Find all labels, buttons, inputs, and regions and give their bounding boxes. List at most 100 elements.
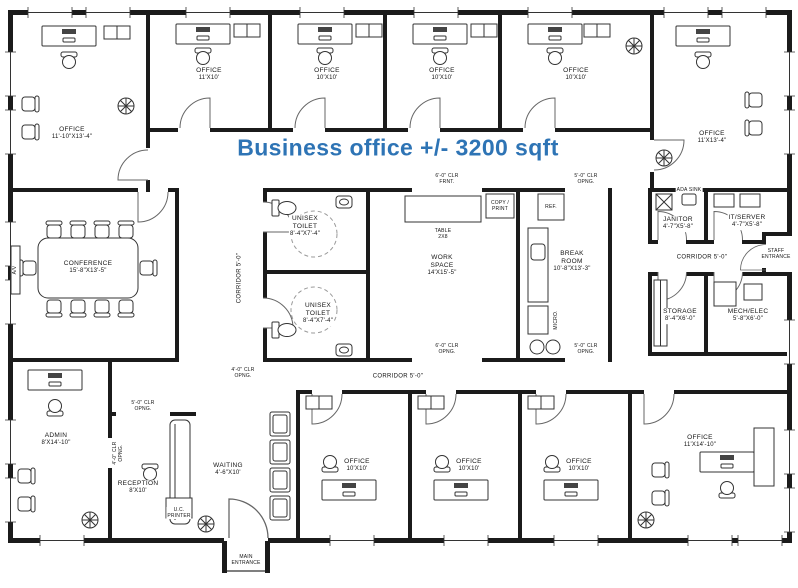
guest-chair-icon [117,220,135,239]
fixture-label-micro: MICRO. [553,309,559,331]
desk-icon [412,23,468,45]
counter-icon [527,227,549,303]
door-icon [137,191,169,223]
plant-icon [625,37,643,55]
equipment-icon [743,283,763,301]
guest-chair-icon [21,123,40,141]
waiting-chair-icon [269,495,291,521]
window-icon [4,477,17,523]
fixture-label-copy-print: COPY / PRINT [489,200,511,212]
desk-icon [527,23,583,45]
desk-icon [27,369,83,391]
window-icon [39,534,85,547]
guest-chair-icon [139,259,158,277]
ada-turning-circle [290,286,338,334]
toilet-icon [271,321,297,339]
plan-title: Business office +/- 3200 sqft [237,134,559,161]
window-icon [527,6,573,19]
waiting-chair-icon [269,439,291,465]
window-icon [443,534,489,547]
toilet-icon [271,199,297,217]
walls [8,10,792,573]
fixture-label-ada-sink: ADA SINK [675,187,703,193]
window-icon [783,429,796,475]
desk-icon [297,23,353,45]
guest-chair-icon [651,461,670,479]
guest-chair-icon [117,299,135,318]
trash-bin-icon [545,339,561,355]
door-icon [294,97,326,129]
guest-chair-icon [69,299,87,318]
office-chair-icon [433,455,451,473]
window-icon [27,6,73,19]
equipment-icon [713,281,737,307]
clearance-label-corridor-junction: 4'-0" CLR OPNG. [231,367,255,379]
doors [117,97,767,572]
window-icon [687,534,733,547]
office-chair-icon [321,455,339,473]
guest-chair-icon [21,95,40,113]
window-icon [4,51,17,97]
office-chair-icon [194,47,212,65]
work-table-icon [404,195,482,223]
cabinet-icon [470,23,498,38]
guest-chair-icon [93,299,111,318]
window-icon [553,534,599,547]
window-icon [413,6,459,19]
corridor-label-right: CORRIDOR 5'-0" [676,254,728,261]
cabinet-icon [527,395,555,410]
server-rack-icon [739,193,761,208]
waiting-chair-icon [269,411,291,437]
guest-chair-icon [17,495,36,513]
guest-chair-icon [744,119,763,137]
plant-icon [197,515,215,533]
cabinet-icon [103,25,131,40]
window-icon [329,534,375,547]
waiting-chair-icon [269,467,291,493]
office-chair-icon [718,481,736,499]
office-chair-icon [316,47,334,65]
guest-chair-icon [69,220,87,239]
office-chair-icon [543,455,561,473]
desk-icon [699,451,755,473]
guest-chair-icon [93,220,111,239]
office-chair-icon [46,399,64,417]
office-chair-icon [60,51,78,69]
window-icon [299,6,345,19]
corridor-label-bottom: CORRIDOR 5'-0" [372,373,424,380]
door-icon [117,149,149,181]
staff-entrance-label: STAFF ENTRANCE [760,248,792,260]
desk-icon [543,479,599,501]
door-icon [409,97,441,129]
window-icon [783,319,796,365]
clearance-label-admin-side: 4'-0" CLR OPNG. [112,441,124,465]
mop-sink-x [655,193,673,211]
office-chair-icon [546,47,564,65]
clearance-label-break-top: 5'-0" CLR OPNG. [574,173,598,185]
microwave-icon [527,305,549,335]
desk-icon [41,25,97,47]
desk-icon [175,23,231,45]
cabinet-icon [233,23,261,38]
sink-icon [530,243,546,261]
ada-sink-icon [681,193,697,206]
cabinet-icon [417,395,445,410]
guest-chair-icon [17,467,36,485]
window-icon [663,6,709,19]
desk-icon [675,25,731,47]
cabinet-icon [355,23,383,38]
main-entrance-door-icon [228,498,269,539]
